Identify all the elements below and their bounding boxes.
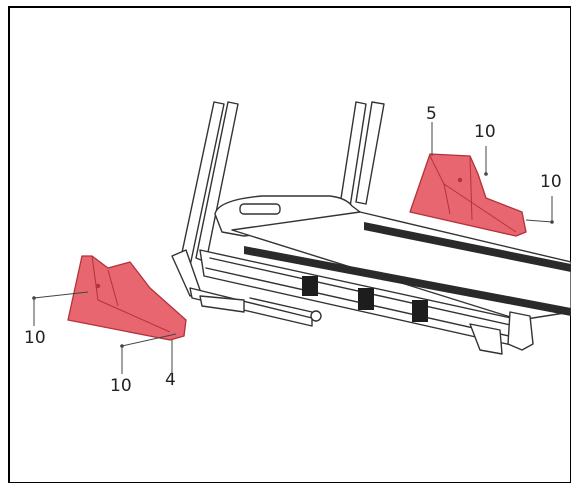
right-base-cover <box>409 153 527 237</box>
hood-slot <box>239 203 281 215</box>
base-plate <box>199 295 245 313</box>
right-upright-back <box>355 101 385 205</box>
callout-screw-10-top: 10 <box>474 122 496 142</box>
callout-screw-10-right: 10 <box>540 172 562 192</box>
callout-part-5: 5 <box>426 104 437 124</box>
callout-screw-10-bottom: 10 <box>110 376 132 396</box>
left-base-cover <box>67 255 187 341</box>
belt-edge-back <box>364 222 571 272</box>
base-rod <box>249 297 313 313</box>
diagram-border <box>8 6 571 483</box>
screw-dot <box>484 172 488 176</box>
callout-screw-10-left: 10 <box>24 328 46 348</box>
screw-dot <box>120 344 124 348</box>
deck-block <box>412 300 428 322</box>
leader-left-10-horizontal <box>33 291 89 299</box>
screw-dot <box>550 220 554 224</box>
deck-block <box>358 288 374 310</box>
screw-dots <box>32 172 554 348</box>
belt-edge-front <box>244 246 571 316</box>
deck-block <box>302 276 318 296</box>
leader-lines <box>33 122 553 374</box>
running-belt <box>244 222 571 316</box>
callout-part-4: 4 <box>165 370 176 390</box>
rear-foot <box>469 323 503 355</box>
leader-bottom-10-horizontal <box>121 333 177 347</box>
rear-end-cap <box>507 311 534 351</box>
screw-dot <box>32 296 36 300</box>
leader-right-10-horizontal <box>525 219 553 223</box>
base-wheel <box>310 310 322 322</box>
deck-blocks <box>302 276 428 322</box>
